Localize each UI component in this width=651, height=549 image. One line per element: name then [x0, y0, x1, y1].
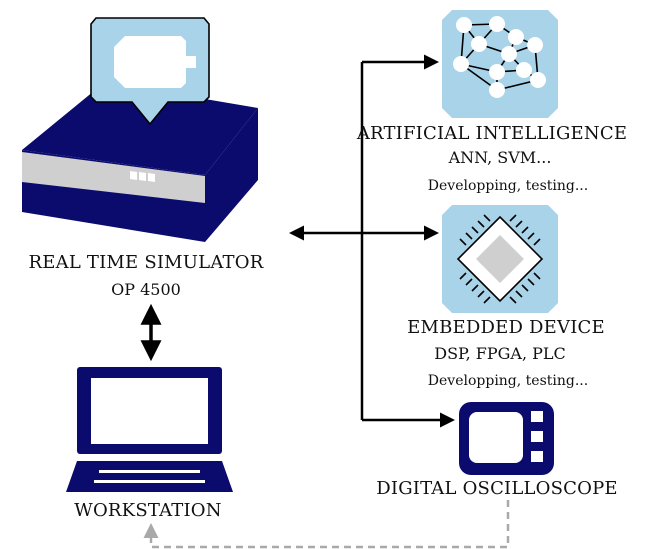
chip-icon: [442, 205, 558, 313]
oscilloscope-title: DIGITAL OSCILLOSCOPE: [376, 478, 617, 499]
connector-network: [289, 54, 455, 428]
workstation-title: WORKSTATION: [74, 500, 221, 521]
embedded-note: Developping, testing...: [428, 373, 588, 389]
ai-title: ARTIFICIAL INTELLIGENCE: [356, 123, 627, 144]
simulator-title: REAL TIME SIMULATOR: [29, 252, 264, 273]
embedded-subtitle: DSP, FPGA, PLC: [434, 344, 566, 363]
laptop-icon: [66, 367, 233, 492]
neural-network-icon: [442, 10, 558, 118]
rack-simulator-icon: [22, 82, 258, 242]
ai-note: Developping, testing...: [428, 178, 588, 194]
embedded-title: EMBEDDED DEVICE: [407, 317, 605, 338]
ai-subtitle: ANN, SVM...: [448, 148, 552, 167]
simulator-model: OP 4500: [111, 280, 181, 299]
oscilloscope-icon: [459, 402, 554, 475]
motor-icon: [90, 17, 210, 126]
oscilloscope-workstation-link: [143, 500, 510, 549]
